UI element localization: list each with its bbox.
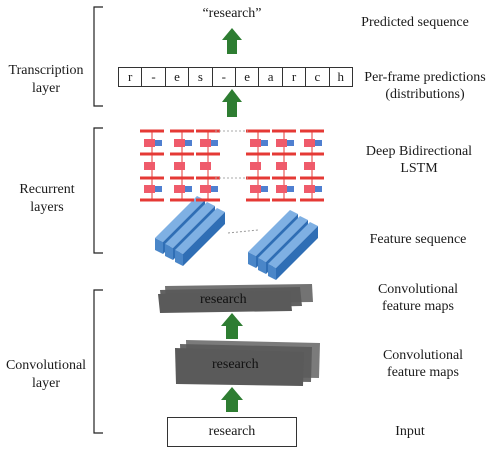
lstm-gate [315, 186, 322, 192]
lstm-cell [276, 185, 287, 193]
frame-cell: r [281, 67, 307, 87]
transcription-layer-label: Transcription layer [8, 63, 84, 96]
per-frame-label-line2: (distributions) [385, 87, 465, 102]
lstm-gate [261, 140, 268, 146]
recurrent-bracket [93, 127, 103, 254]
frame-cell: s [188, 67, 213, 87]
lstm-cell [144, 185, 155, 193]
lstm-cell [250, 139, 261, 147]
conv-maps-top-label-line2: feature maps [382, 299, 454, 314]
predicted-text: “research” [202, 6, 262, 21]
frame-cell: c [305, 67, 330, 87]
arrow-up-icon [222, 28, 242, 54]
convolutional-layer-label: Convolutional layer [5, 358, 87, 391]
feature-sequence-left [155, 196, 225, 266]
convolutional-bracket [93, 289, 103, 434]
frame-cell: - [141, 67, 166, 87]
lstm-cell [174, 139, 185, 147]
feature-sequence-label: Feature sequence [369, 232, 467, 247]
lstm-bar [272, 129, 296, 133]
lstm-gate [155, 140, 162, 146]
lstm-cell [200, 162, 211, 170]
lstm-cell [200, 139, 211, 147]
conv-maps-bottom-label-line1: Convolutional [382, 348, 464, 363]
lstm-bar [300, 129, 324, 133]
lstm-cell [144, 139, 155, 147]
input-text: research [208, 424, 256, 439]
lstm-gate [287, 140, 294, 146]
lstm-cell [304, 162, 315, 170]
recurrent-layers-label: Recurrent layers [19, 182, 75, 215]
lstm-cell [304, 185, 315, 193]
lstm-label-line1: Deep Bidirectional [365, 144, 473, 159]
lstm-gate [155, 186, 162, 192]
lstm-cell [250, 185, 261, 193]
lstm-bar [246, 129, 270, 133]
lstm-gate [211, 186, 218, 192]
lstm-gate [261, 186, 268, 192]
feature-maps-bottom [175, 340, 320, 386]
lstm-cell [174, 185, 185, 193]
frame-cell: r [118, 67, 143, 87]
lstm-bar [196, 129, 220, 133]
per-frame-label-line1: Per-frame predictions [364, 70, 486, 85]
frame-cell: e [235, 67, 260, 87]
feature-map-text-top: research [200, 292, 247, 307]
lstm-cell [276, 139, 287, 147]
arrow-up-icon [221, 313, 243, 339]
predicted-sequence-label: Predicted sequence [361, 15, 469, 30]
frame-cell: a [258, 67, 283, 87]
feature-map-text-bottom: research [212, 357, 259, 372]
lstm-bar [140, 129, 164, 133]
lstm-cell [200, 185, 211, 193]
arrow-up-icon [221, 387, 243, 412]
lstm-gate [315, 140, 322, 146]
arrow-up-icon [222, 89, 242, 117]
frame-cell: - [211, 67, 236, 87]
conv-maps-top-label-line1: Convolutional [377, 282, 459, 297]
lstm-cell [250, 162, 261, 170]
frame-cell: h [328, 67, 353, 87]
lstm-gate [211, 140, 218, 146]
lstm-cell [304, 139, 315, 147]
feature-maps-top [158, 284, 313, 313]
feature-sequence-ellipsis [227, 229, 259, 234]
lstm-cell [174, 162, 185, 170]
lstm-gate [287, 186, 294, 192]
input-label: Input [395, 424, 425, 439]
lstm-gate [185, 186, 192, 192]
input-image-box: research [167, 417, 297, 447]
conv-maps-bottom-label-line2: feature maps [387, 365, 459, 380]
lstm-stack [140, 129, 324, 202]
transcription-bracket [93, 6, 103, 107]
lstm-label-line2: LSTM [400, 161, 438, 176]
lstm-bar [170, 129, 194, 133]
lstm-gate [185, 140, 192, 146]
lstm-cell [276, 162, 287, 170]
feature-sequence-right [248, 210, 318, 280]
frame-cell: e [164, 67, 190, 87]
lstm-cell [144, 162, 155, 170]
